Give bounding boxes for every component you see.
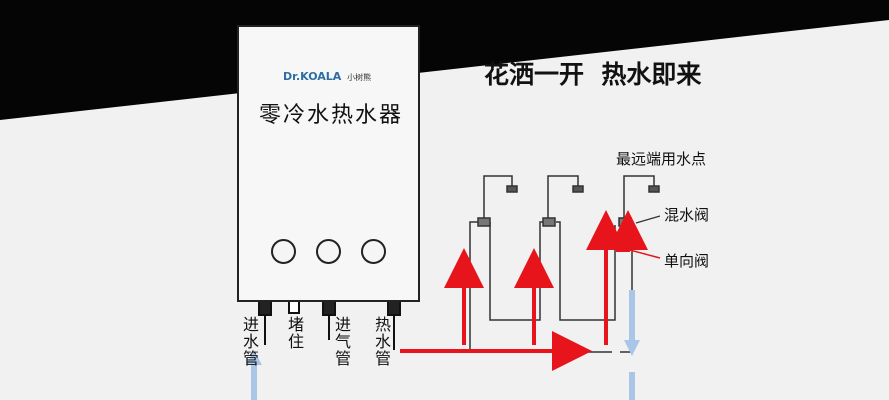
control-knob-1 bbox=[271, 239, 296, 264]
label-check-valve: 单向阀 bbox=[664, 252, 710, 270]
pipe-label-hot-water: 热水管 bbox=[372, 316, 391, 367]
paper-background bbox=[0, 20, 889, 400]
brand-logo: Dr.KOALA 小树熊 bbox=[283, 71, 371, 82]
pipe-label-air-inlet: 进气管 bbox=[332, 316, 351, 367]
water-heater-unit: Dr.KOALA 小树熊 零冷水热水器 bbox=[237, 25, 420, 302]
cold-flow-arrows bbox=[246, 290, 640, 400]
hot-flow-arrows bbox=[400, 210, 648, 371]
pipe-label-blocked: 堵住 bbox=[285, 316, 304, 350]
label-mixing-valve: 混水阀 bbox=[664, 206, 710, 224]
label-far-point: 最远端用水点 bbox=[616, 150, 707, 168]
heater-title: 零冷水热水器 bbox=[259, 103, 404, 128]
brand-name-cn: 小树熊 bbox=[347, 73, 372, 82]
check-valve-mark bbox=[616, 245, 626, 252]
control-knob-2 bbox=[316, 239, 341, 264]
pipe-label-inlet: 进水管 bbox=[240, 316, 259, 367]
brand-name: Dr.KOALA bbox=[283, 70, 342, 83]
headline: 花洒一开 热水即来 bbox=[484, 60, 702, 89]
control-knob-3 bbox=[361, 239, 386, 264]
